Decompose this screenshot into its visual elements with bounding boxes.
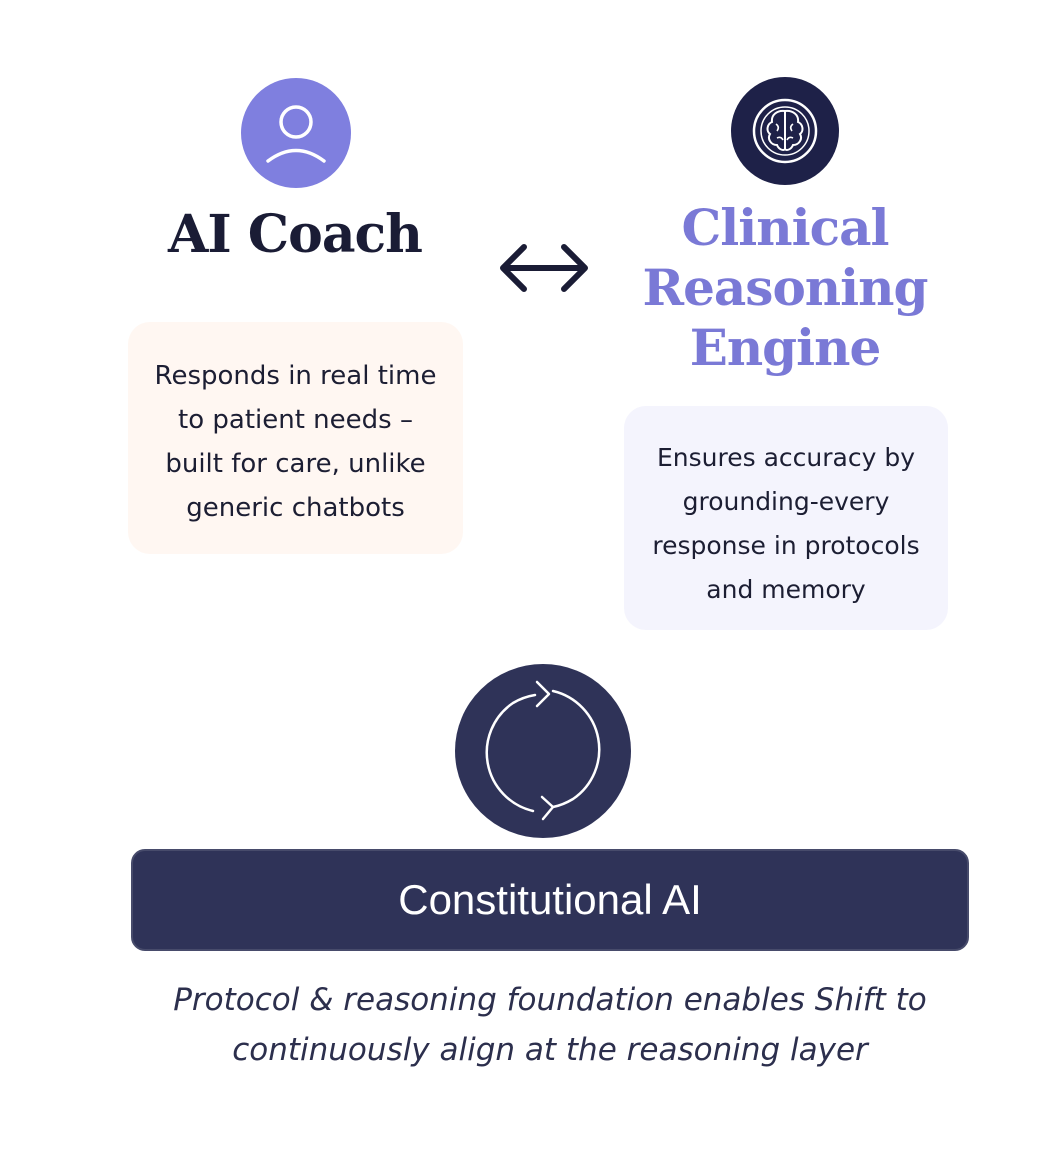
cycle-badge	[455, 664, 631, 838]
cycle-arrows-icon	[485, 680, 601, 821]
coach-title: AI Coach	[167, 204, 423, 265]
caption-line: continuously align at the reasoning laye…	[232, 1032, 868, 1068]
user-icon	[266, 105, 326, 163]
coach-description-line: generic chatbots	[186, 493, 405, 523]
caption-line: Protocol & reasoning foundation enables …	[173, 982, 927, 1018]
engine-description-line: grounding-every	[682, 487, 890, 516]
engine-description-line: and memory	[706, 575, 866, 604]
constitutional-ai-bar: Constitutional AI	[131, 849, 969, 951]
coach-description-line: built for care, unlike	[165, 449, 426, 479]
engine-title-line: Clinical	[681, 198, 890, 257]
coach-avatar	[241, 78, 351, 188]
engine-description: Ensures accuracy by grounding-every resp…	[624, 436, 948, 612]
coach-description-card: Responds in real time to patient needs –…	[128, 322, 463, 554]
constitutional-ai-label: Constitutional AI	[398, 876, 702, 923]
engine-title-line: Reasoning	[642, 258, 929, 317]
engine-description-line: response in protocols	[652, 531, 920, 560]
coach-description-line: to patient needs –	[178, 405, 413, 435]
engine-description-line: Ensures accuracy by	[657, 443, 915, 472]
coach-description-line: Responds in real time	[154, 361, 437, 391]
engine-description-card: Ensures accuracy by grounding-every resp…	[624, 406, 948, 630]
bidirectional-arrow-icon	[496, 238, 592, 298]
engine-avatar	[731, 77, 839, 185]
brain-icon	[752, 98, 818, 164]
engine-title: Clinical Reasoning Engine	[610, 198, 960, 378]
engine-title-line: Engine	[689, 318, 882, 377]
coach-description: Responds in real time to patient needs –…	[128, 354, 463, 530]
foundation-caption: Protocol & reasoning foundation enables …	[100, 975, 1000, 1075]
